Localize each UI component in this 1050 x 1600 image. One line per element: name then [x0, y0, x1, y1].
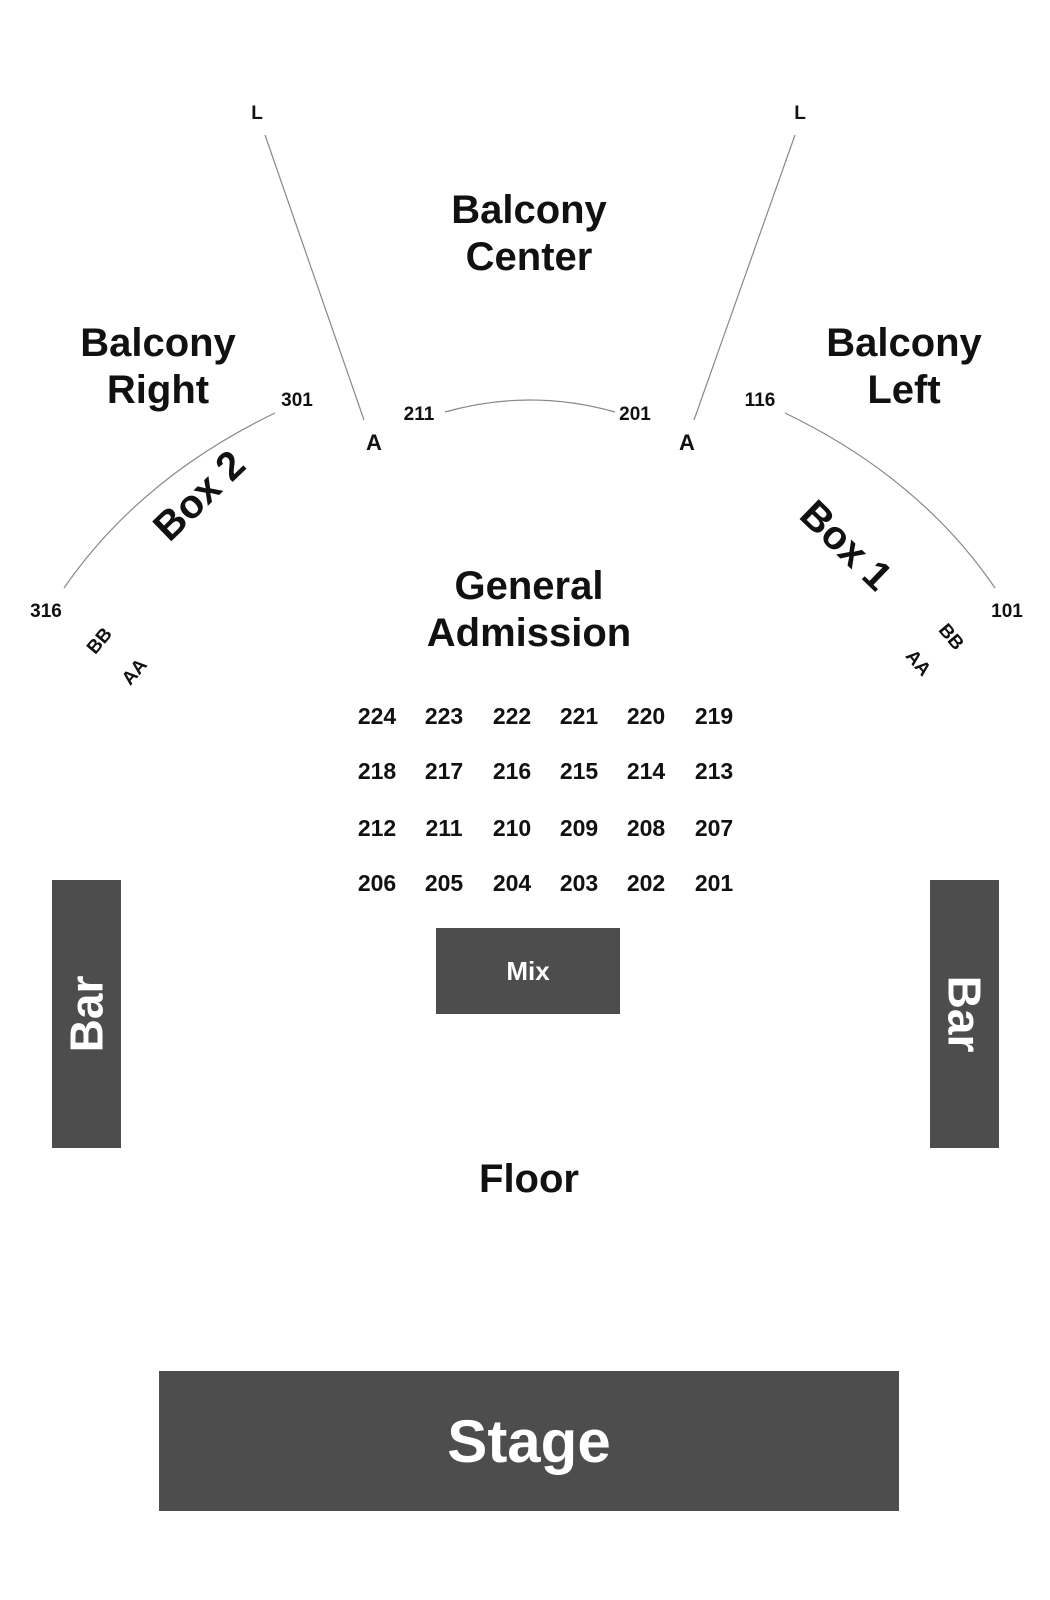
balcony-right-front-arc: [63, 412, 276, 589]
stage[interactable]: Stage: [159, 1371, 899, 1511]
balcony-center-front-arc: [444, 399, 616, 413]
section-balcony-center[interactable]: Balcony Center: [451, 187, 607, 281]
ga-seat-number[interactable]: 223: [424, 703, 464, 729]
general-admission-line1: General: [454, 564, 604, 608]
ga-seat-number[interactable]: 215: [559, 758, 599, 784]
balcony-right-line2: Right: [106, 368, 210, 412]
ga-seat-number[interactable]: 214: [626, 758, 666, 784]
seat-316-marker: 316: [30, 601, 62, 622]
ga-seat-number[interactable]: 203: [559, 870, 599, 896]
ga-seat-number[interactable]: 224: [357, 703, 397, 729]
section-general-admission[interactable]: General Admission: [427, 563, 631, 657]
balcony-right-line1: Balcony: [80, 321, 236, 365]
seat-201-marker: 201: [619, 404, 651, 425]
balcony-left-line2: Left: [867, 368, 941, 412]
ga-seat-number[interactable]: 218: [357, 758, 397, 784]
bar-left[interactable]: Bar: [52, 880, 121, 1148]
ga-seat-number[interactable]: 222: [492, 703, 532, 729]
ga-seat-number[interactable]: 211: [425, 815, 463, 841]
mix-position[interactable]: Mix: [436, 928, 620, 1014]
section-floor[interactable]: Floor: [479, 1157, 579, 1201]
ga-seat-number[interactable]: 208: [626, 815, 666, 841]
bar-right[interactable]: Bar: [930, 880, 999, 1148]
balcony-left-front-arc: [784, 412, 996, 589]
seat-211-marker: 211: [403, 404, 435, 425]
section-balcony-left[interactable]: Balcony Left: [826, 320, 982, 414]
row-l-marker-left: L: [794, 103, 806, 124]
ga-seat-number[interactable]: 207: [694, 815, 734, 841]
balcony-center-line1: Balcony: [451, 188, 607, 232]
ga-seat-number[interactable]: 217: [424, 758, 464, 784]
general-admission-line2: Admission: [426, 611, 632, 655]
row-l-marker-right: L: [251, 103, 263, 124]
ga-seat-number[interactable]: 220: [626, 703, 666, 729]
ga-seat-number[interactable]: 213: [694, 758, 734, 784]
balcony-center-line2: Center: [465, 235, 593, 279]
seat-101-marker: 101: [991, 601, 1023, 622]
ga-seat-number[interactable]: 201: [694, 870, 734, 896]
ga-seat-number[interactable]: 216: [492, 758, 532, 784]
bar-right-label: Bar: [938, 975, 991, 1053]
balcony-right-aisle-line: [264, 134, 365, 421]
ga-seat-number[interactable]: 209: [559, 815, 599, 841]
balcony-left-line1: Balcony: [826, 321, 982, 365]
section-balcony-right[interactable]: Balcony Right: [80, 320, 236, 414]
balcony-left-aisle-line: [693, 134, 796, 421]
ga-seat-number[interactable]: 212: [357, 815, 397, 841]
row-a-marker-left: A: [679, 430, 695, 455]
seat-301-marker: 301: [281, 390, 313, 411]
ga-seat-number[interactable]: 219: [694, 703, 734, 729]
ga-seat-number[interactable]: 210: [492, 815, 532, 841]
ga-seat-number[interactable]: 204: [492, 870, 532, 896]
ga-seat-number[interactable]: 206: [357, 870, 397, 896]
ga-seat-number[interactable]: 221: [559, 703, 599, 729]
bar-left-label: Bar: [60, 975, 113, 1053]
row-a-marker-right: A: [366, 430, 382, 455]
seat-116-marker: 116: [744, 390, 776, 411]
ga-seat-number[interactable]: 202: [626, 870, 666, 896]
ga-seat-number[interactable]: 205: [424, 870, 464, 896]
